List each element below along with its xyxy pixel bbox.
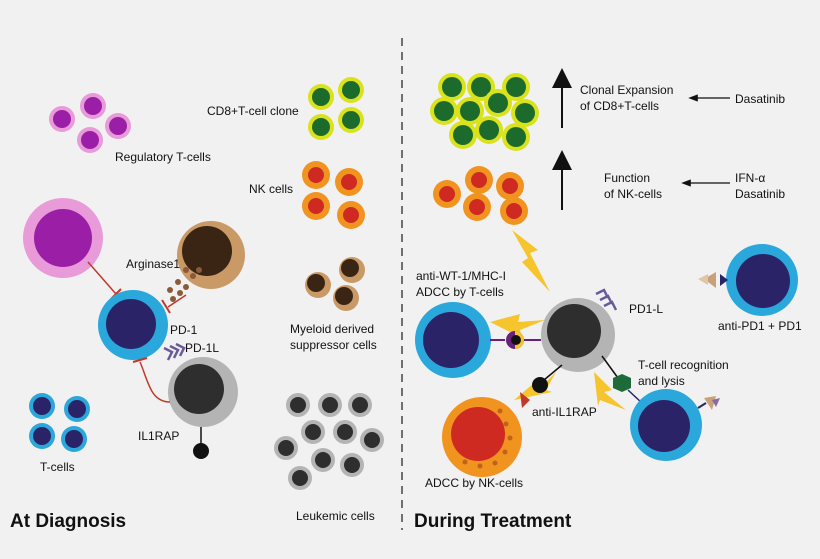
ifn-label: IFN-α bbox=[735, 171, 765, 185]
tcell-kill-arrow bbox=[490, 314, 545, 338]
regulatory-t-cell-large bbox=[23, 198, 103, 278]
anti-pd1-icon bbox=[698, 272, 728, 288]
nk-cells-label: NK cells bbox=[249, 182, 293, 196]
cd8-clone-cluster bbox=[308, 77, 364, 140]
t-cells-cluster bbox=[29, 393, 90, 452]
function-label-1: Function bbox=[604, 171, 650, 185]
nk-cell-adcc bbox=[442, 397, 522, 477]
regulatory-t-cells-cluster bbox=[49, 93, 131, 153]
il1rap-marker-right bbox=[532, 377, 548, 393]
arginase-granules bbox=[167, 279, 189, 302]
anti-il1rap-arrowhead bbox=[520, 392, 530, 408]
arginase-inhibition-line bbox=[161, 294, 187, 314]
pd1l-right-label: PD1-L bbox=[629, 302, 663, 316]
pd1-label: PD-1 bbox=[170, 323, 198, 337]
arginase-label: Arginase1 bbox=[126, 257, 180, 271]
wt1-label-1: anti-WT-1/MHC-I bbox=[416, 269, 506, 283]
leukemic-cells-cluster bbox=[274, 393, 384, 490]
recognition-label-2: and lysis bbox=[638, 374, 685, 388]
anti-pd1-label: anti-PD1 + PD1 bbox=[718, 319, 802, 333]
nk-kill-arrow-top bbox=[512, 230, 550, 292]
wt1-label-2: ADCC by T-cells bbox=[416, 285, 504, 299]
t-cell-central bbox=[98, 290, 168, 360]
recognition-kill-arrow bbox=[594, 372, 626, 410]
treg-inhibition-line bbox=[87, 261, 122, 300]
at-diagnosis-heading: At Diagnosis bbox=[10, 511, 126, 532]
anti-il1rap-label: anti-IL1RAP bbox=[532, 405, 597, 419]
leukemic-cells-label: Leukemic cells bbox=[296, 509, 375, 523]
pd1l-left-label: PD-1L bbox=[185, 341, 219, 355]
function-label-2: of NK-cells bbox=[604, 187, 662, 201]
mdsc-large bbox=[177, 221, 245, 289]
nk-cells-cluster bbox=[302, 161, 365, 229]
t-cell-recognition bbox=[630, 389, 702, 461]
mdsc-label-2: suppressor cells bbox=[290, 338, 377, 352]
il1rap-stalk-right bbox=[543, 364, 563, 381]
t-cell-adcc bbox=[415, 302, 491, 378]
activated-nk-cluster bbox=[433, 166, 528, 225]
adcc-nk-label: ADCC by NK-cells bbox=[425, 476, 523, 490]
wt1-antibody-icon bbox=[506, 331, 524, 349]
mdsc-label-1: Myeloid derived bbox=[290, 322, 374, 336]
regulatory-label: Regulatory T-cells bbox=[115, 150, 211, 164]
clonal-label-2: of CD8+T-cells bbox=[580, 99, 659, 113]
leukemic-cell-left bbox=[168, 357, 238, 427]
t-cells-label: T-cells bbox=[40, 460, 75, 474]
pd1l-receptor-icon bbox=[595, 288, 618, 311]
tcr-hexagon-icon bbox=[613, 374, 631, 392]
t-cell-anti-pd1 bbox=[726, 244, 798, 316]
clonal-label-1: Clonal Expansion bbox=[580, 83, 673, 97]
pd1-blocked-icon-bottom bbox=[697, 396, 720, 410]
il1rap-marker-left bbox=[193, 443, 209, 459]
recognition-label-1: T-cell recognition bbox=[638, 358, 729, 372]
expanded-cd8-cluster bbox=[430, 73, 539, 151]
leukemic-cell-target bbox=[541, 298, 615, 372]
pd1-receptor-icon bbox=[163, 342, 186, 361]
dasatinib-mid-label: Dasatinib bbox=[735, 187, 785, 201]
mdsc-cluster bbox=[305, 257, 365, 311]
dasatinib-top-label: Dasatinib bbox=[735, 92, 785, 106]
recognition-link-1 bbox=[601, 355, 619, 379]
leukemic-inhibition-line bbox=[132, 357, 171, 403]
during-treatment-heading: During Treatment bbox=[414, 511, 572, 532]
il1rap-label: IL1RAP bbox=[138, 429, 179, 443]
cd8-clone-label: CD8+T-cell clone bbox=[207, 104, 299, 118]
